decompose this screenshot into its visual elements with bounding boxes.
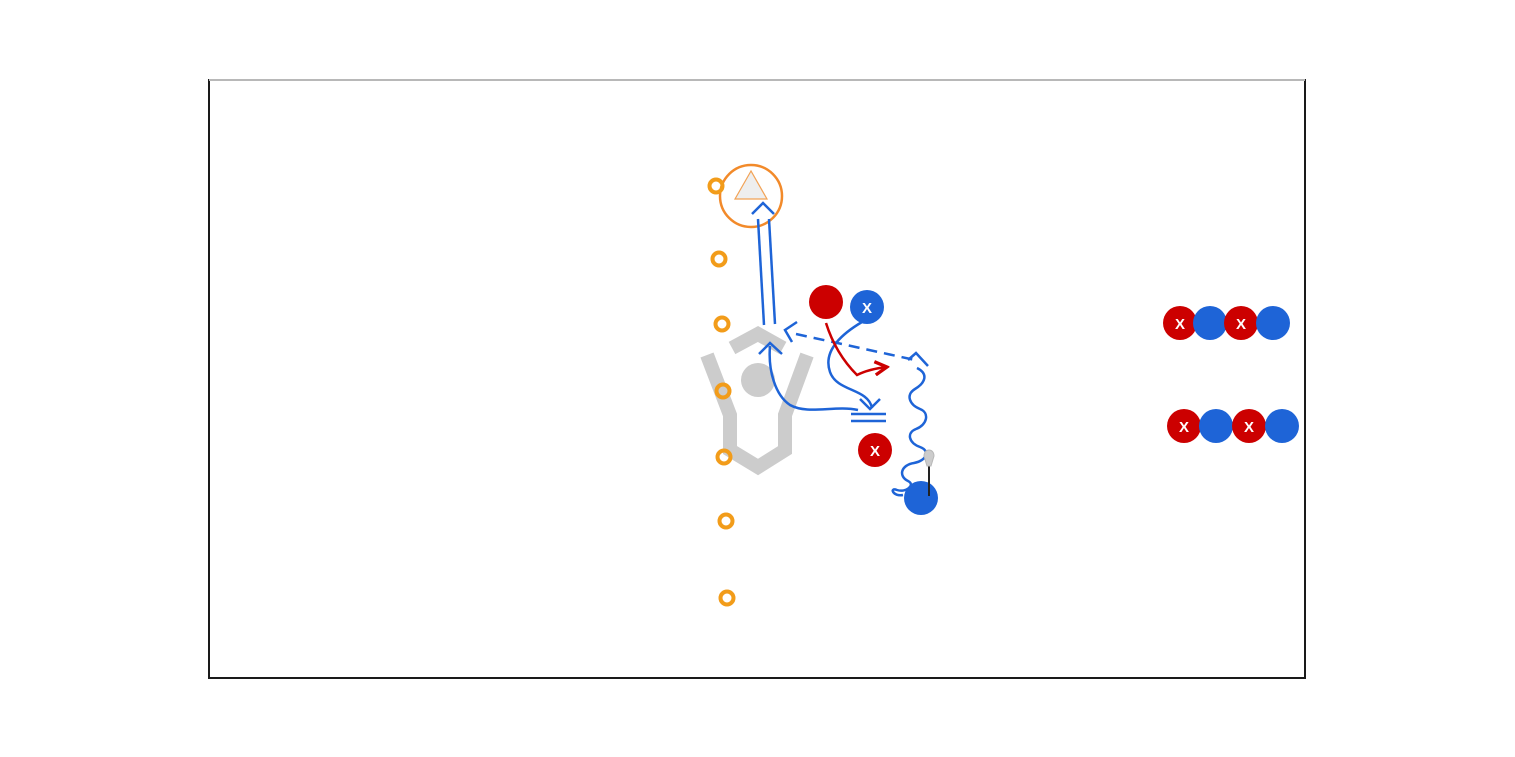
cone-icon	[717, 512, 735, 530]
waiting-line-top: X X	[1163, 306, 1290, 340]
cone-line	[707, 177, 736, 607]
pick-marker	[851, 412, 886, 423]
dribble-path	[891, 366, 928, 497]
return-path	[768, 345, 859, 412]
player-mark: X	[1236, 316, 1246, 333]
cone-icon	[714, 382, 732, 400]
player-mark: X	[1244, 419, 1254, 436]
player-icon: X	[1163, 306, 1197, 340]
player-icon: X	[1224, 306, 1258, 340]
cone-icon	[710, 250, 728, 268]
player-icon	[1265, 409, 1299, 443]
player-mark: X	[870, 443, 880, 460]
shot-path	[751, 201, 777, 326]
player-mark: X	[862, 300, 872, 317]
waiting-line-bottom: X X	[1167, 409, 1299, 443]
cut-path	[827, 320, 874, 409]
goal-icon	[733, 169, 769, 200]
player-icon	[904, 481, 938, 515]
player-icon	[809, 285, 843, 319]
cone-icon	[715, 448, 733, 466]
return-arrow	[758, 341, 783, 355]
player-icon	[1256, 306, 1290, 340]
player-icon: X	[1232, 409, 1266, 443]
cut-arrow	[859, 398, 881, 411]
defender-slide-path	[824, 322, 887, 377]
goal-area-dot	[741, 363, 775, 397]
player-icon	[1193, 306, 1227, 340]
player-icon: X	[858, 433, 892, 467]
cone-icon	[707, 177, 725, 195]
player-mark: X	[1179, 419, 1189, 436]
player-icon: X	[1167, 409, 1201, 443]
cone-icon	[713, 315, 731, 333]
lacrosse-stick-icon	[923, 449, 935, 496]
cone-icon	[718, 589, 736, 607]
player-mark: X	[1175, 316, 1185, 333]
goal-area-marking	[700, 326, 814, 476]
player-icon	[1199, 409, 1233, 443]
player-icon: X	[850, 290, 884, 324]
pass-path	[783, 320, 929, 367]
